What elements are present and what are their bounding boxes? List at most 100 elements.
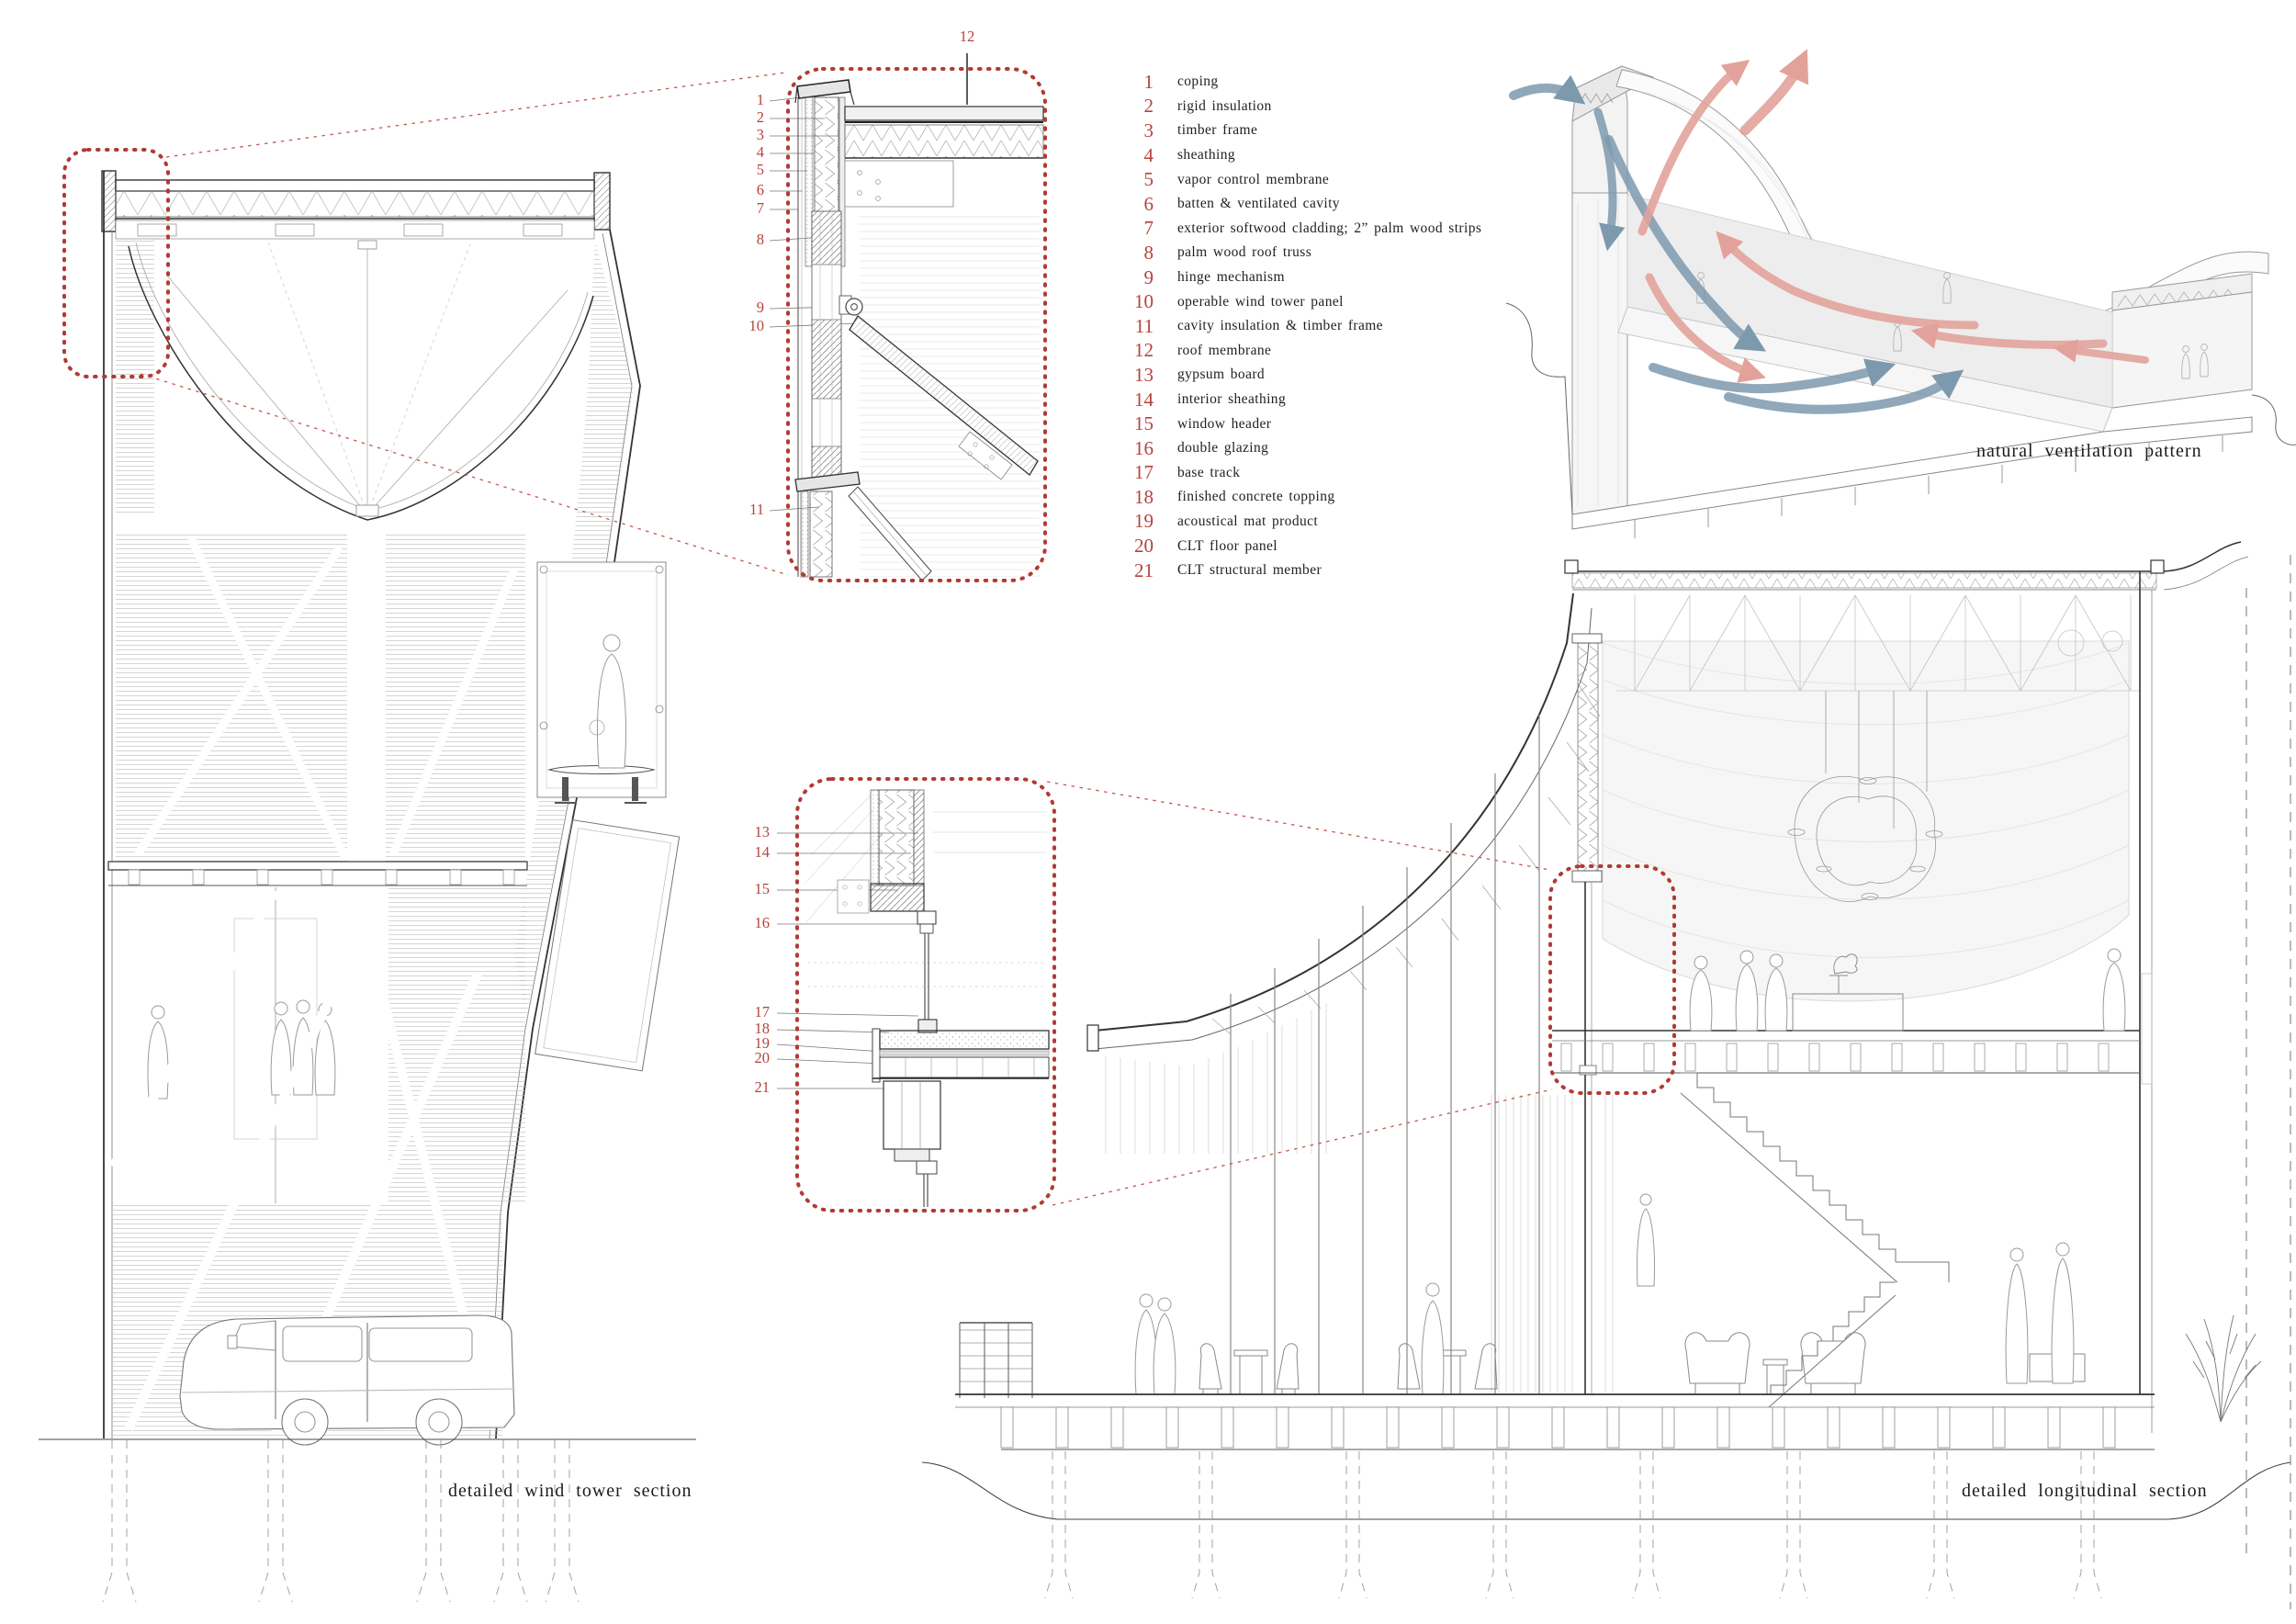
legend-number: 17: [1134, 461, 1154, 484]
legend-number: 15: [1134, 412, 1154, 435]
legend-number: 19: [1134, 510, 1154, 533]
bottom-detail-frame: [795, 777, 1056, 1212]
callout-number: 19: [754, 1034, 771, 1052]
caption-ventilation: natural ventilation pattern: [1976, 441, 2202, 461]
legend-row: 17 base track: [1113, 461, 1481, 486]
legend-number: 18: [1134, 485, 1154, 508]
legend-number: 4: [1143, 143, 1154, 166]
top-detail-frame: [786, 67, 1047, 582]
legend-number: 20: [1134, 535, 1154, 558]
caption-longitudinal: detailed longitudinal section: [1962, 1481, 2208, 1501]
callout-number: 8: [756, 231, 764, 248]
legend-number: 16: [1134, 436, 1154, 459]
legend-row: 16 double glazing: [1113, 436, 1481, 461]
legend-row: 14 interior sheathing: [1113, 388, 1481, 412]
legend-row: 18 finished concrete topping: [1113, 485, 1481, 510]
legend-label: palm wood roof truss: [1177, 244, 1312, 261]
callout-number: 21: [754, 1078, 771, 1096]
leader-line: [165, 72, 786, 158]
callout-number: 11: [749, 501, 764, 518]
legend-row: 2 rigid insulation: [1113, 95, 1481, 119]
legend-number: 2: [1143, 95, 1154, 118]
legend-number: 8: [1143, 241, 1154, 264]
legend-row: 1 coping: [1113, 70, 1481, 95]
legend-label: CLT floor panel: [1177, 537, 1278, 554]
callout-number: 12: [959, 28, 975, 45]
legend-label: roof membrane: [1177, 342, 1272, 358]
legend-number: 5: [1143, 168, 1154, 191]
legend-label: vapor control membrane: [1177, 171, 1330, 187]
ventilation-axon-drawing: [1505, 49, 2296, 538]
callout-number: 5: [756, 161, 764, 178]
legend-label: rigid insulation: [1177, 97, 1272, 114]
legend-number: 1: [1143, 70, 1154, 93]
wall-section-detail-drawing: [776, 789, 1050, 1207]
legend-row: 3 timber frame: [1113, 118, 1481, 143]
caption-wind-tower: detailed wind tower section: [448, 1481, 692, 1501]
legend-row: 4 sheathing: [1113, 143, 1481, 168]
callout-number: 6: [756, 181, 764, 198]
legend-label: CLT structural member: [1177, 562, 1322, 579]
legend-row: 13 gypsum board: [1113, 363, 1481, 388]
wind-tower-section-drawing: [39, 170, 696, 1603]
legend-number: 3: [1143, 118, 1154, 141]
legend-number: 12: [1134, 339, 1154, 362]
legend-label: window header: [1177, 415, 1272, 432]
callout-number: 16: [754, 914, 771, 931]
callout-number: 3: [756, 126, 764, 143]
legend-label: finished concrete topping: [1177, 489, 1335, 505]
leader-line: [140, 373, 789, 576]
callout-number: 20: [754, 1049, 771, 1066]
callout-number: 17: [754, 1003, 771, 1021]
legend-label: double glazing: [1177, 440, 1269, 457]
leader-line: [1052, 1088, 1553, 1206]
legend-number: 10: [1134, 290, 1154, 313]
callout-number: 1: [756, 91, 764, 108]
legend-row: 6 batten & ventilated cavity: [1113, 192, 1481, 217]
callout-number: 18: [754, 1020, 771, 1037]
legend-row: 20 CLT floor panel: [1113, 534, 1481, 558]
callout-number: 2: [756, 108, 764, 126]
legend-number: 14: [1134, 388, 1154, 411]
legend-label: operable wind tower panel: [1177, 293, 1344, 310]
callout-number: 4: [756, 143, 764, 161]
legend-number: 13: [1134, 363, 1154, 386]
legend-row: 9 hinge mechanism: [1113, 265, 1481, 290]
legend-label: interior sheathing: [1177, 391, 1287, 408]
legend-number: 9: [1143, 265, 1154, 288]
legend-row: 7 exterior softwood cladding; 2” palm woo…: [1113, 217, 1481, 242]
section-callout-region: [1548, 864, 1676, 1095]
legend-label: cavity insulation & timber frame: [1177, 318, 1383, 334]
legend-label: timber frame: [1177, 122, 1258, 139]
callout-number: 10: [748, 317, 765, 334]
legend-label: coping: [1177, 73, 1219, 90]
legend-row: 19 acoustical mat product: [1113, 510, 1481, 535]
legend-row: 5 vapor control membrane: [1113, 167, 1481, 192]
leader-line: [1046, 781, 1551, 871]
legend-label: hinge mechanism: [1177, 269, 1285, 286]
legend-number: 6: [1143, 192, 1154, 215]
legend-row: 12 roof membrane: [1113, 339, 1481, 364]
legend-label: base track: [1177, 464, 1241, 480]
legend-number: 11: [1134, 314, 1154, 337]
callout-number: 7: [756, 199, 764, 217]
legend-number: 21: [1134, 558, 1154, 581]
legend-label: exterior softwood cladding; 2” palm wood…: [1177, 220, 1482, 236]
legend-label: batten & ventilated cavity: [1177, 196, 1340, 212]
callout-number: 15: [754, 880, 771, 897]
legend-row: 8 palm wood roof truss: [1113, 241, 1481, 265]
callout-number: 13: [754, 823, 771, 840]
legend-label: gypsum board: [1177, 367, 1266, 383]
callout-number: 14: [754, 843, 771, 861]
legend-row: 21 CLT structural member: [1113, 558, 1481, 583]
legend-label: acoustical mat product: [1177, 513, 1319, 529]
legend-row: 15 window header: [1113, 412, 1481, 436]
legend-label: sheathing: [1177, 147, 1236, 164]
longitudinal-section-drawing: [921, 541, 2291, 1609]
legend-row: 11 cavity insulation & timber frame: [1113, 314, 1481, 339]
tower-callout-region: [62, 148, 170, 378]
legend-number: 7: [1143, 217, 1154, 240]
